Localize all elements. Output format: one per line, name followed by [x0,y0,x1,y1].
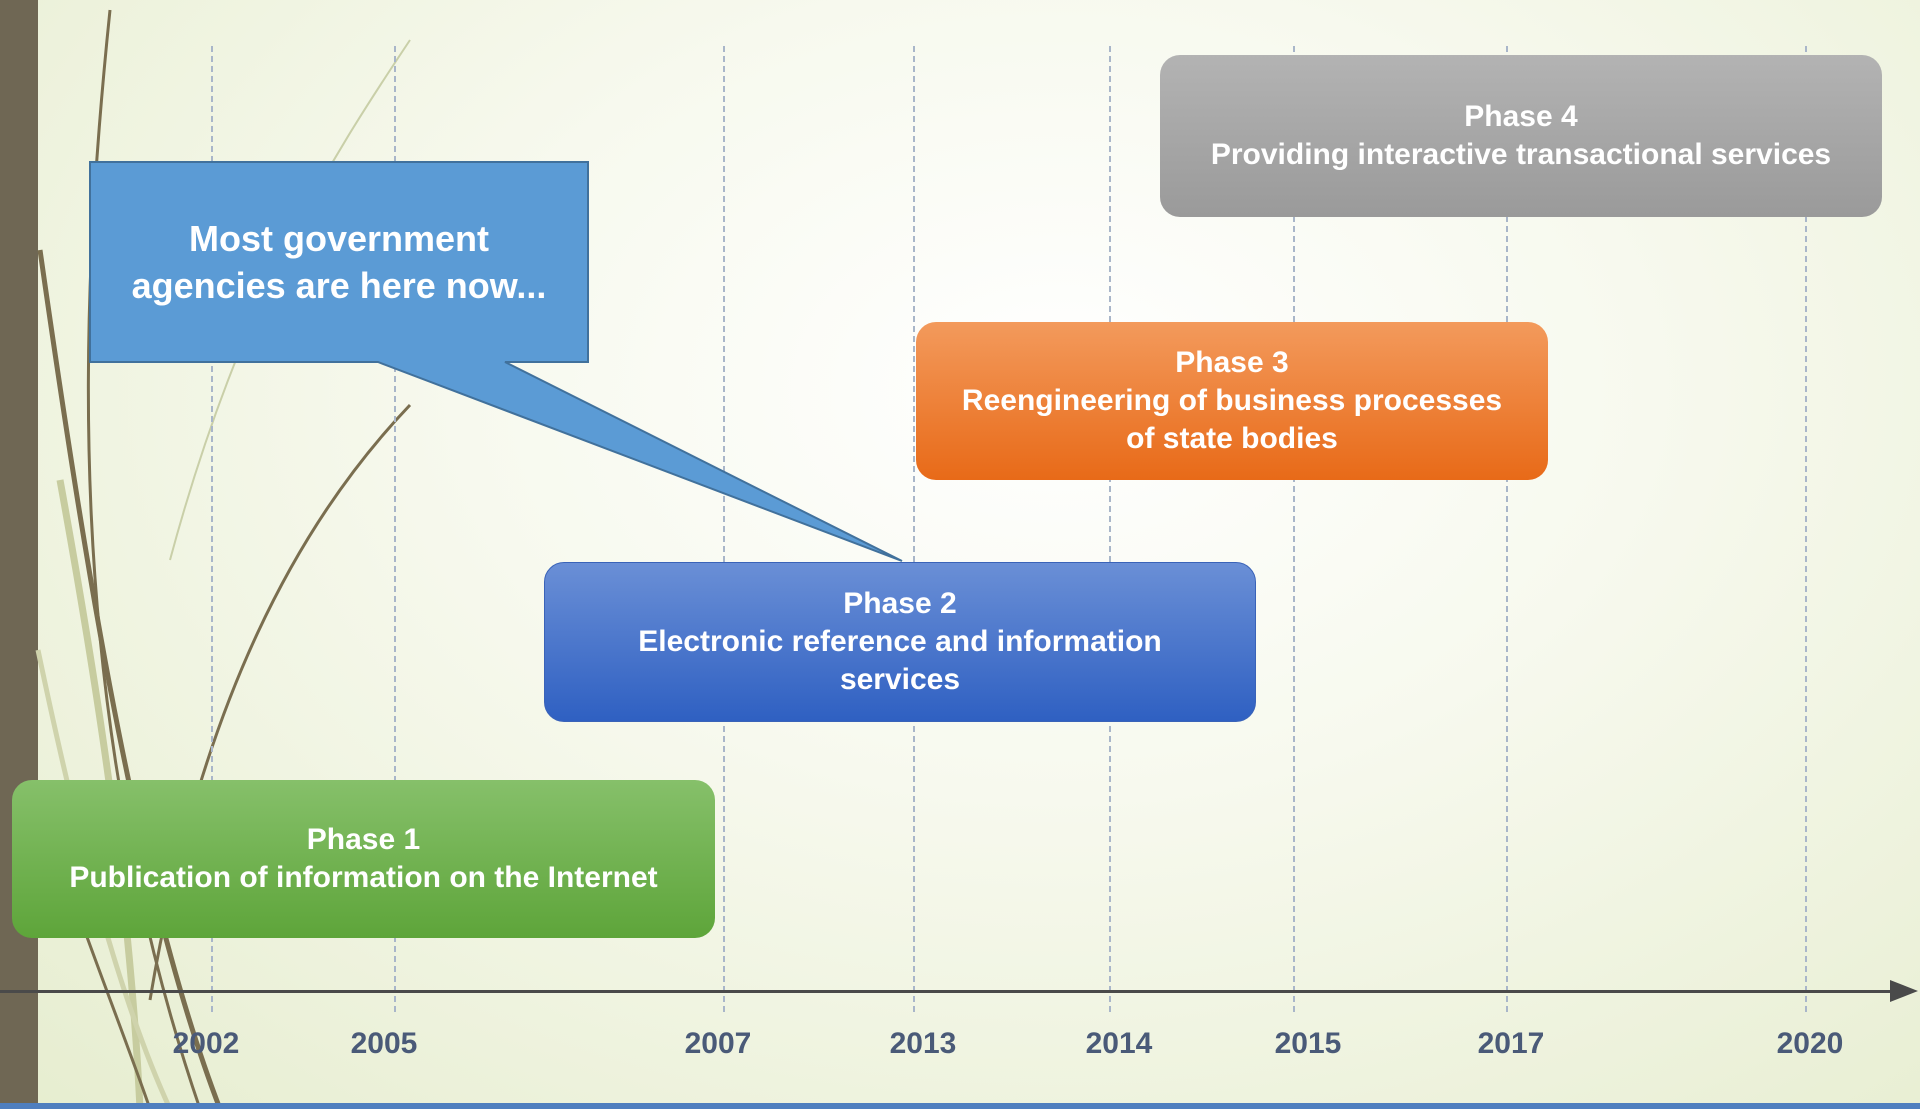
gridline-2005 [394,46,396,1012]
phase-2-box: Phase 2 Electronic reference and informa… [544,562,1256,722]
year-label: 2015 [1274,1027,1342,1060]
gridline-2007 [723,46,725,1012]
timeline-arrow-icon [1890,980,1918,1002]
callout-line: Most government [188,218,490,259]
gridline-2014 [1109,46,1111,1012]
year-label: 2013 [889,1027,957,1060]
year-label: 2007 [684,1027,752,1060]
phase-title: Phase 1 [306,823,421,856]
phase-4-box: Phase 4 Providing interactive transactio… [1160,55,1882,217]
year-label: 2020 [1776,1027,1844,1060]
bottom-border [0,1103,1920,1109]
phase-title: Phase 3 [1175,346,1289,379]
phase-description: Providing interactive transactional serv… [1210,138,1832,171]
gridline-2013 [913,46,915,1012]
phase-description: Electronic reference and information [638,625,1162,658]
timeline-axis [0,990,1895,993]
gridline-2002 [211,46,213,1012]
phase-description: Publication of information on the Intern… [69,861,658,894]
phase-title: Phase 2 [843,587,957,620]
gridline-2020 [1805,46,1807,1012]
year-label: 2005 [350,1027,418,1060]
phase-description: of state bodies [1126,422,1338,455]
phase-title: Phase 4 [1464,100,1578,133]
year-label: 2014 [1085,1027,1153,1060]
year-label: 2002 [172,1027,240,1060]
phase-3-box: Phase 3 Reengineering of business proces… [916,322,1548,480]
callout-line: agencies are here now... [131,265,547,306]
phase-description: services [839,663,961,696]
phase-1-box: Phase 1 Publication of information on th… [12,780,715,938]
callout-text: Most government agencies are here now... [90,162,588,362]
gridline-2017 [1506,46,1508,1012]
gridline-2015 [1293,46,1295,1012]
phase-description: Reengineering of business processes [961,384,1503,417]
year-label: 2017 [1477,1027,1545,1060]
